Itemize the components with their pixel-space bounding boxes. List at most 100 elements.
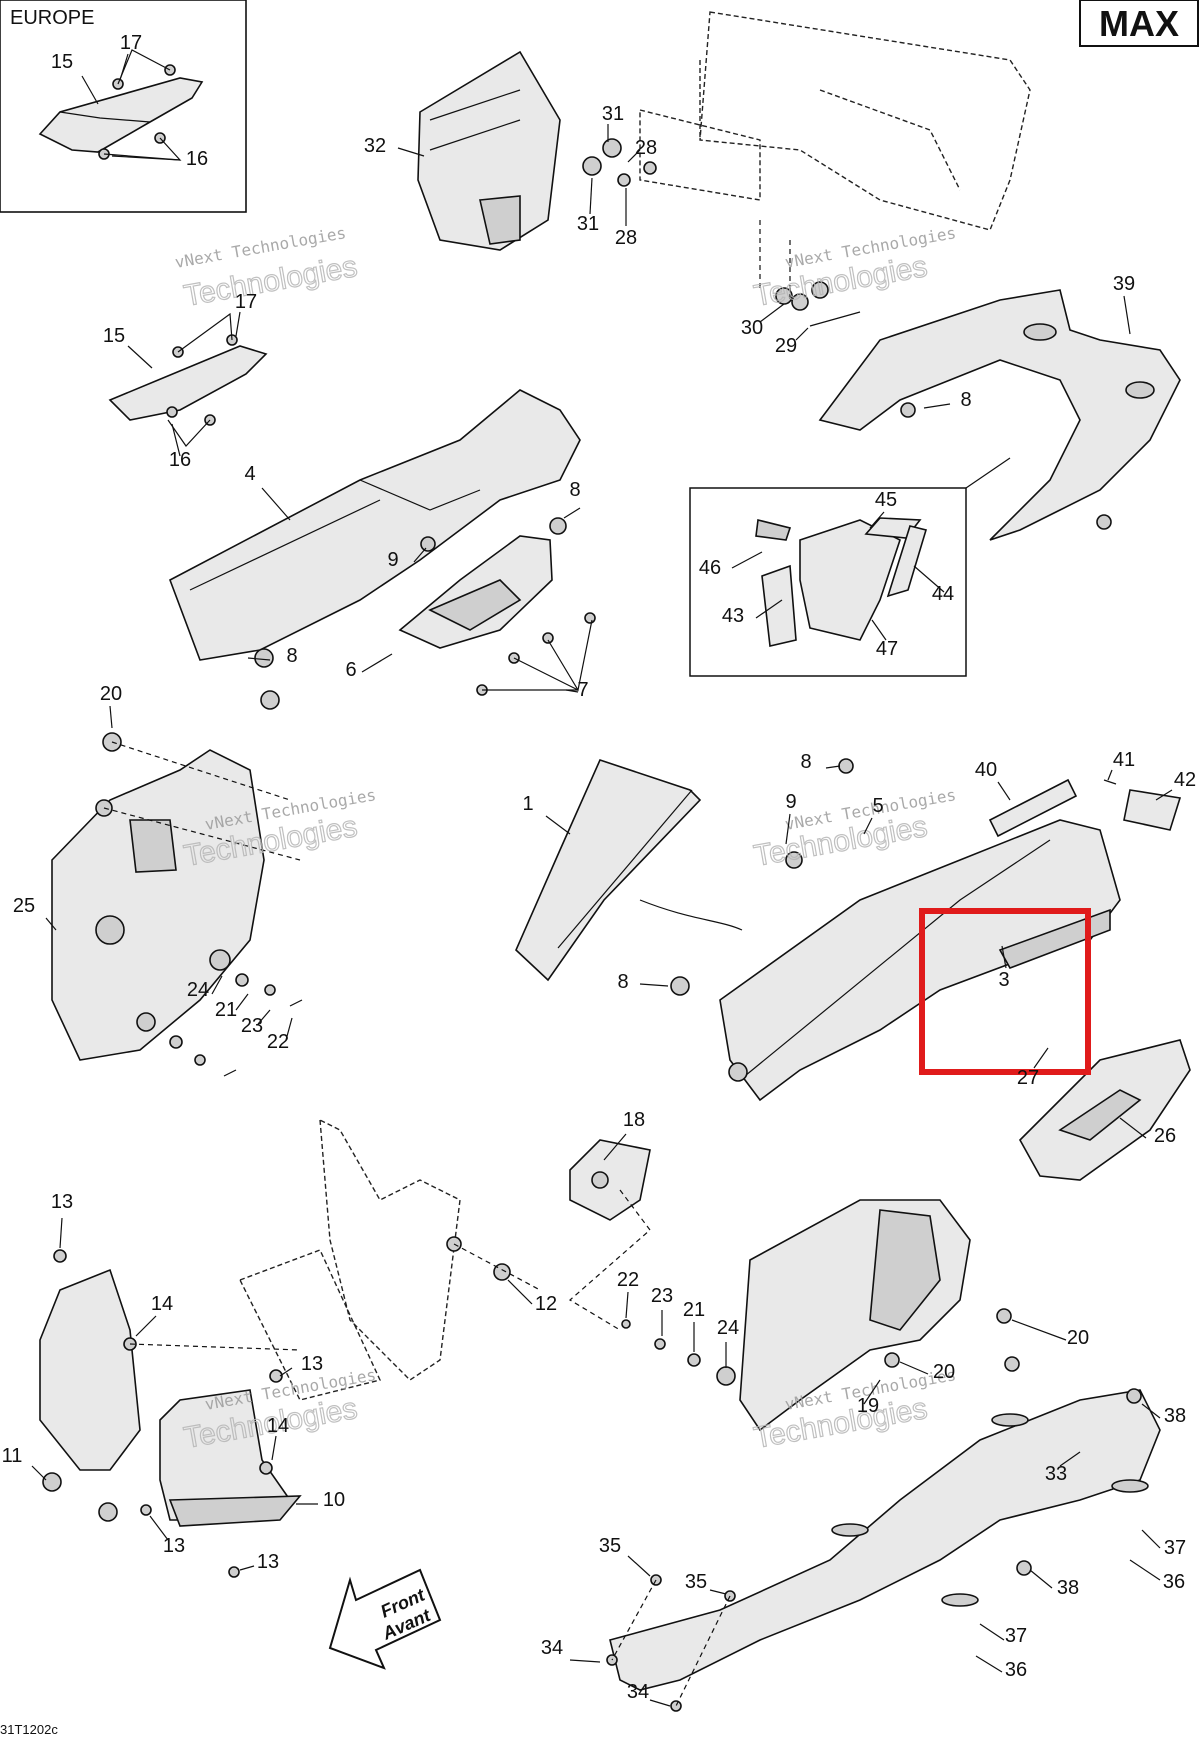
washers-31-28 xyxy=(582,138,657,187)
trim-15 xyxy=(108,312,268,447)
callout-label-27: 27 xyxy=(1017,1067,1039,1089)
callout-leader-line xyxy=(589,177,593,215)
callout-leader-line xyxy=(869,511,885,529)
callout-label-3: 3 xyxy=(998,969,1009,991)
model-badge-box xyxy=(1079,0,1199,47)
callout-leader-line xyxy=(563,507,581,519)
callout-leader-line xyxy=(149,1515,169,1541)
callout-leader-line xyxy=(119,53,129,81)
callout-label-45: 45 xyxy=(875,489,897,511)
callout-leader-line xyxy=(1107,769,1113,781)
callout-label-16: 16 xyxy=(186,148,208,170)
part-6-cover xyxy=(398,535,596,696)
callout-label-21: 21 xyxy=(683,1299,705,1321)
callout-leader-line xyxy=(111,155,181,161)
callout-leader-line xyxy=(247,657,271,661)
callout-leader-line xyxy=(239,1565,255,1571)
side-panel-4 xyxy=(169,389,581,710)
callout-label-28: 28 xyxy=(615,227,637,249)
callout-label-13: 13 xyxy=(257,1551,279,1573)
callout-label-20: 20 xyxy=(100,683,122,705)
callout-leader-line xyxy=(825,765,841,769)
callout-label-13: 13 xyxy=(51,1191,73,1213)
callout-label-35: 35 xyxy=(599,1535,621,1557)
part-1 xyxy=(515,759,743,982)
callout-label-24: 24 xyxy=(717,1317,739,1339)
callout-label-4: 4 xyxy=(244,463,255,485)
callout-label-14: 14 xyxy=(267,1415,289,1437)
callout-label-9: 9 xyxy=(785,791,796,813)
callout-leader-line xyxy=(979,1623,1005,1641)
callout-label-26: 26 xyxy=(1154,1125,1176,1147)
callout-leader-line xyxy=(759,303,785,323)
callout-label-17: 17 xyxy=(235,291,257,313)
callout-label-22: 22 xyxy=(617,1269,639,1291)
callout-leader-line xyxy=(45,917,57,931)
callout-layer: 1517163231283128302939151716489886745464… xyxy=(2,32,1196,1707)
callout-label-14: 14 xyxy=(151,1293,173,1315)
callout-leader-line xyxy=(913,565,945,593)
callout-leader-line xyxy=(261,487,291,521)
callout-leader-line xyxy=(1123,295,1131,335)
callout-label-23: 23 xyxy=(651,1285,673,1307)
callout-leader-line xyxy=(639,983,669,987)
part-33-footboard xyxy=(606,1388,1161,1712)
callout-label-8: 8 xyxy=(960,389,971,411)
callout-leader-line xyxy=(257,1009,271,1025)
europe-inset-box xyxy=(0,0,247,213)
callout-label-24: 24 xyxy=(187,979,209,1001)
callout-leader-line xyxy=(171,423,181,457)
frame-outline-bottom xyxy=(239,1118,461,1401)
callout-leader-line xyxy=(545,815,571,835)
callout-leader-line xyxy=(211,975,223,995)
callout-label-29: 29 xyxy=(775,335,797,357)
callout-label-42: 42 xyxy=(1174,769,1196,791)
part-32-panel xyxy=(417,50,561,251)
callout-label-20: 20 xyxy=(1067,1327,1089,1349)
callout-label-1: 1 xyxy=(522,793,533,815)
europe-label: EUROPE xyxy=(10,7,94,29)
callout-leader-line xyxy=(1141,1403,1161,1419)
callout-label-37: 37 xyxy=(1164,1537,1186,1559)
model-badge: MAX xyxy=(1099,3,1179,44)
callout-leader-line xyxy=(109,705,113,729)
callout-leader-line xyxy=(863,817,873,835)
front-direction-arrow: Front Avant xyxy=(328,1568,442,1670)
callout-label-28: 28 xyxy=(635,137,657,159)
callout-leader-line xyxy=(1011,1319,1067,1341)
callout-leader-line xyxy=(31,1465,47,1481)
callout-leader-line xyxy=(59,1217,63,1249)
callout-leader-line xyxy=(755,599,783,619)
callout-leader-line xyxy=(235,993,249,1011)
callout-label-32: 32 xyxy=(364,135,386,157)
callout-label-13: 13 xyxy=(301,1353,323,1375)
callout-leader-line xyxy=(863,1379,881,1405)
callout-leader-line xyxy=(279,1367,293,1377)
rear-fender-39 xyxy=(818,289,1181,541)
callout-label-22: 22 xyxy=(267,1031,289,1053)
callout-leader-line xyxy=(569,1659,601,1663)
frame-outline-top xyxy=(639,11,1031,231)
callout-leader-line xyxy=(625,1291,629,1319)
callout-label-10: 10 xyxy=(323,1489,345,1511)
callout-label-8: 8 xyxy=(617,971,628,993)
callout-leader-line xyxy=(135,1315,157,1337)
callout-label-21: 21 xyxy=(215,999,237,1021)
callout-leader-line xyxy=(271,1435,277,1461)
callout-label-8: 8 xyxy=(569,479,580,501)
callout-label-12: 12 xyxy=(535,1293,557,1315)
callout-label-13: 13 xyxy=(163,1535,185,1557)
part-26-step xyxy=(1019,1039,1191,1181)
callout-leader-line xyxy=(975,1655,1003,1673)
callout-leader-line xyxy=(785,813,791,845)
callout-leader-line xyxy=(731,551,763,569)
callout-label-19: 19 xyxy=(857,1395,879,1417)
callout-leader-line xyxy=(397,147,425,157)
callout-leader-line xyxy=(285,1017,293,1041)
callout-label-44: 44 xyxy=(932,583,954,605)
callout-label-34: 34 xyxy=(541,1637,563,1659)
callout-label-11: 11 xyxy=(2,1445,23,1467)
drawing-code: 31T1202c xyxy=(0,1722,58,1737)
callout-leader-line xyxy=(649,1699,671,1707)
